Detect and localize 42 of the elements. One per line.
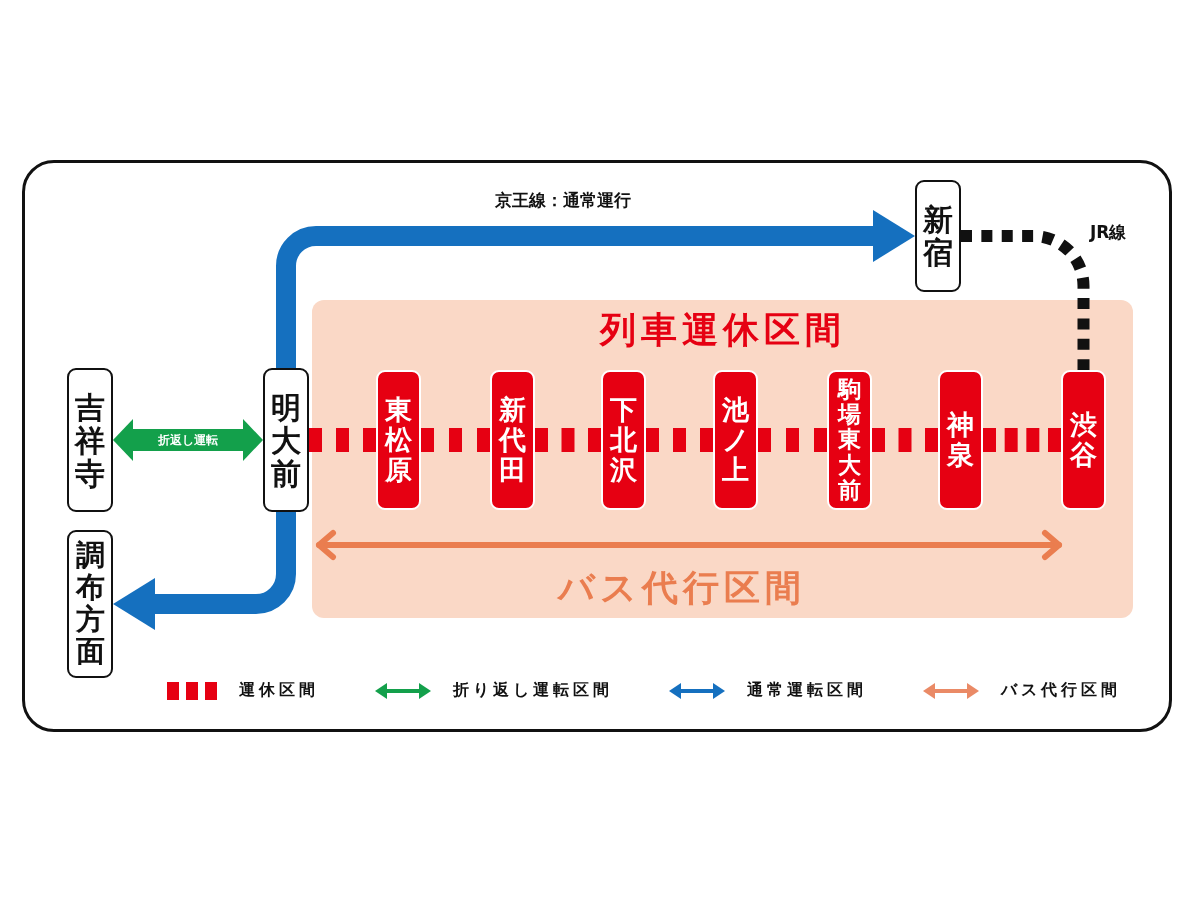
suspended-station-box	[490, 370, 535, 510]
station-box	[263, 368, 309, 512]
station-name: 新宿	[923, 203, 953, 269]
double-arrow	[113, 419, 263, 461]
suspended-station-box	[938, 370, 983, 510]
station-box	[67, 368, 113, 512]
station-box	[67, 530, 113, 678]
station-name: 明大前	[271, 390, 301, 490]
dashed-line	[535, 428, 601, 452]
station-name: 東松原	[385, 395, 412, 485]
arrow	[276, 210, 915, 368]
station-name: 渋谷	[1070, 410, 1097, 470]
station-name: 吉祥寺	[75, 390, 105, 490]
station-name: 調布方面	[75, 540, 105, 668]
suspended-station-box	[601, 370, 646, 510]
suspended-station-box	[1061, 370, 1106, 510]
dashed-line	[983, 428, 1061, 452]
dashed-line	[421, 428, 490, 452]
dashed-line	[872, 428, 938, 452]
section-title: 列車運休区間	[599, 310, 846, 350]
suspended-station-box	[713, 370, 758, 510]
edge-label: 京王線：通常運行	[495, 190, 631, 211]
railway-line	[961, 230, 1090, 370]
dashed-line	[758, 428, 827, 452]
legend-label: 運休区間	[239, 680, 319, 701]
legend-label: 通常運転区間	[747, 680, 867, 701]
station-name: 駒場東大前	[838, 376, 861, 504]
station-name: 池ノ上	[722, 395, 749, 485]
suspended-section-band	[312, 300, 1133, 618]
section-caption: バス代行区間	[557, 568, 806, 608]
legend-label: 折り返し運転区間	[453, 680, 613, 701]
station-name: 下北沢	[610, 395, 637, 485]
station-name: 神泉	[947, 410, 974, 470]
suspended-station-box	[827, 370, 872, 510]
legend-label: バス代行区間	[1001, 680, 1121, 701]
dashed-line	[646, 428, 713, 452]
station-box	[915, 180, 961, 292]
edge-label: 折返し運転	[156, 432, 220, 448]
edge-label: JR線	[1090, 222, 1127, 243]
suspended-station-box	[376, 370, 421, 510]
dashed-line	[309, 428, 376, 452]
station-name: 新代田	[499, 395, 526, 485]
